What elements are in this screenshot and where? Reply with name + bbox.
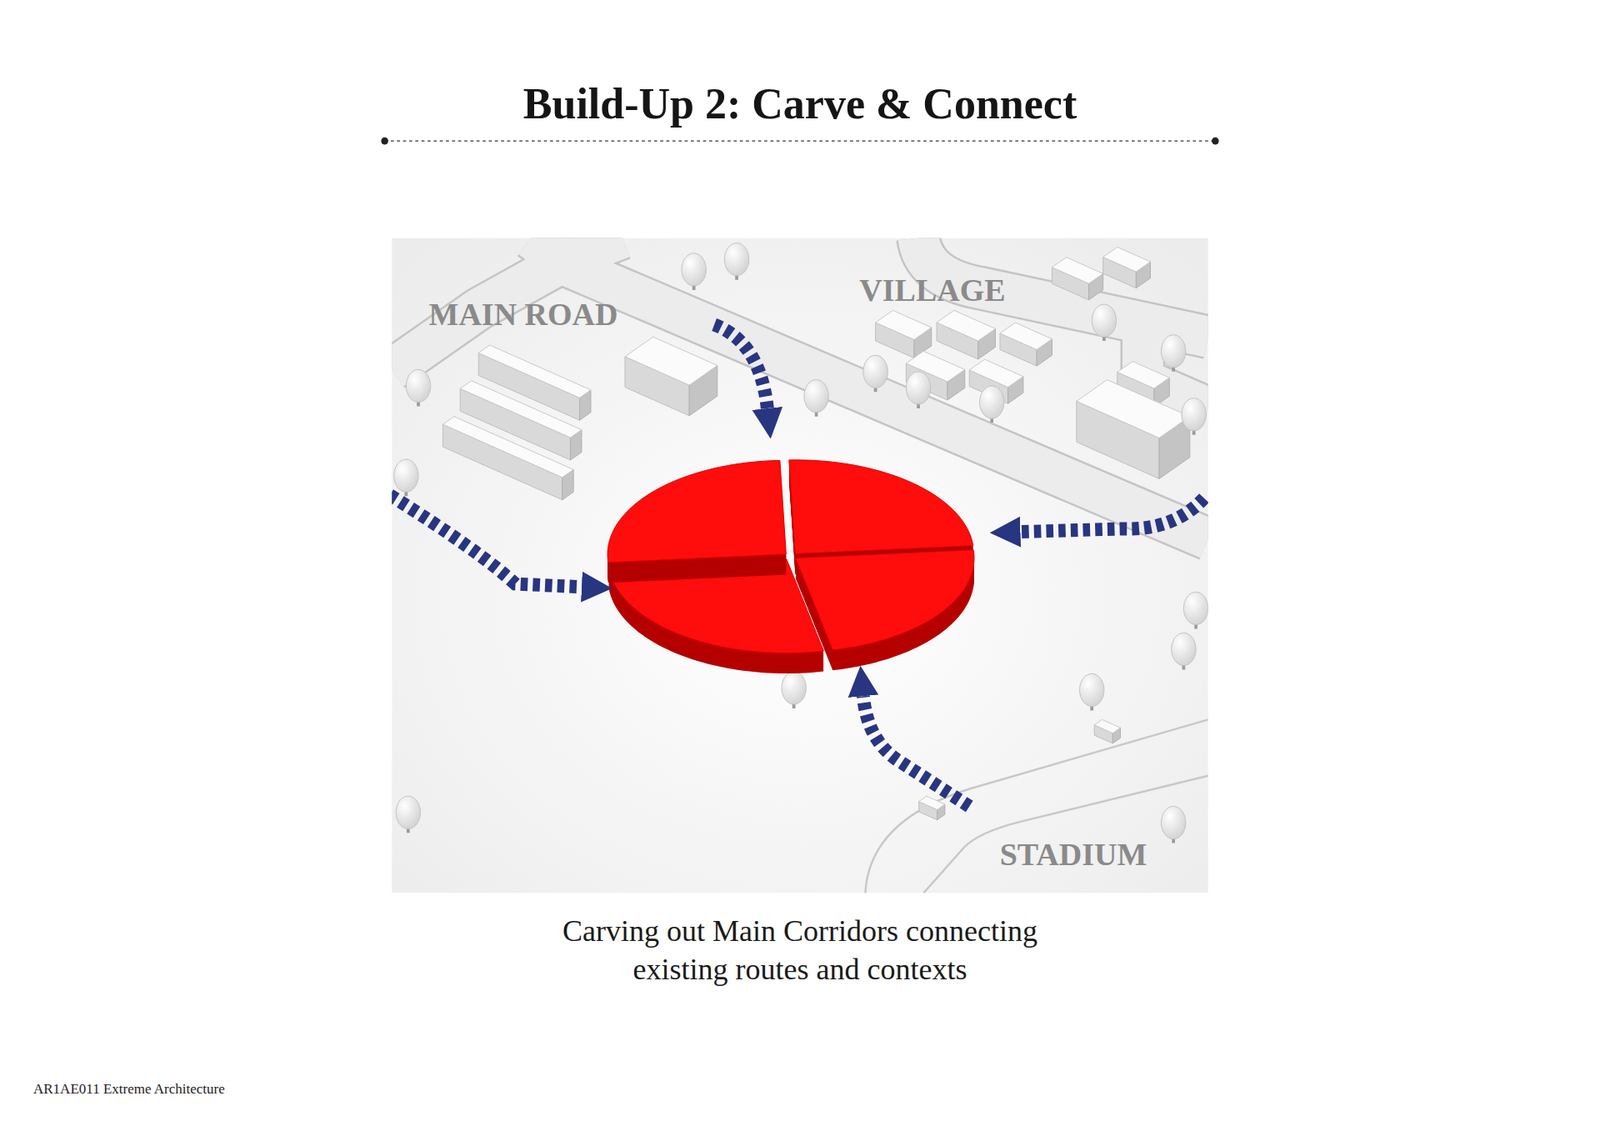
map-label: STADIUM (1000, 835, 1148, 873)
map-label: MAIN ROAD (429, 295, 619, 333)
tree (804, 380, 829, 417)
route-arrow (863, 695, 970, 806)
tree (781, 671, 806, 709)
route-arrow (714, 325, 768, 409)
tree (1160, 335, 1185, 372)
site-model (391, 237, 1209, 893)
building (1094, 719, 1120, 744)
tree (681, 253, 706, 290)
building (936, 310, 995, 360)
tree (395, 795, 420, 833)
tree (394, 459, 419, 496)
tree (1080, 673, 1105, 710)
caption: Carving out Main Corridors connecting ex… (516, 911, 1084, 989)
rule-dot (380, 137, 389, 145)
building (919, 795, 945, 820)
tree (1171, 632, 1196, 670)
tree (863, 355, 888, 392)
building (1103, 246, 1151, 288)
rule-dot (1211, 137, 1220, 145)
tree (1160, 805, 1185, 843)
tree (1183, 591, 1208, 629)
tree (980, 385, 1005, 423)
title-rule (385, 140, 1216, 141)
map-label: VILLAGE (859, 271, 1005, 309)
building-quarter (607, 460, 786, 583)
tree (1091, 304, 1116, 341)
route-arrow (1020, 498, 1204, 532)
building (1000, 322, 1052, 366)
route-arrow (391, 495, 582, 587)
tree (1181, 398, 1206, 435)
building (1076, 380, 1190, 480)
tree (724, 243, 749, 280)
building (625, 336, 718, 416)
stadium-boundary (865, 719, 1208, 893)
stadium-boundary (923, 775, 1209, 894)
building (442, 416, 574, 500)
title: Build-Up 2: Carve & Connect (0, 78, 1600, 130)
building (1051, 257, 1103, 300)
tree (405, 369, 430, 406)
course-note: AR1AE011 Extreme Architecture (33, 1080, 225, 1099)
tree (905, 371, 930, 409)
building (875, 310, 932, 358)
ground (391, 237, 1209, 893)
